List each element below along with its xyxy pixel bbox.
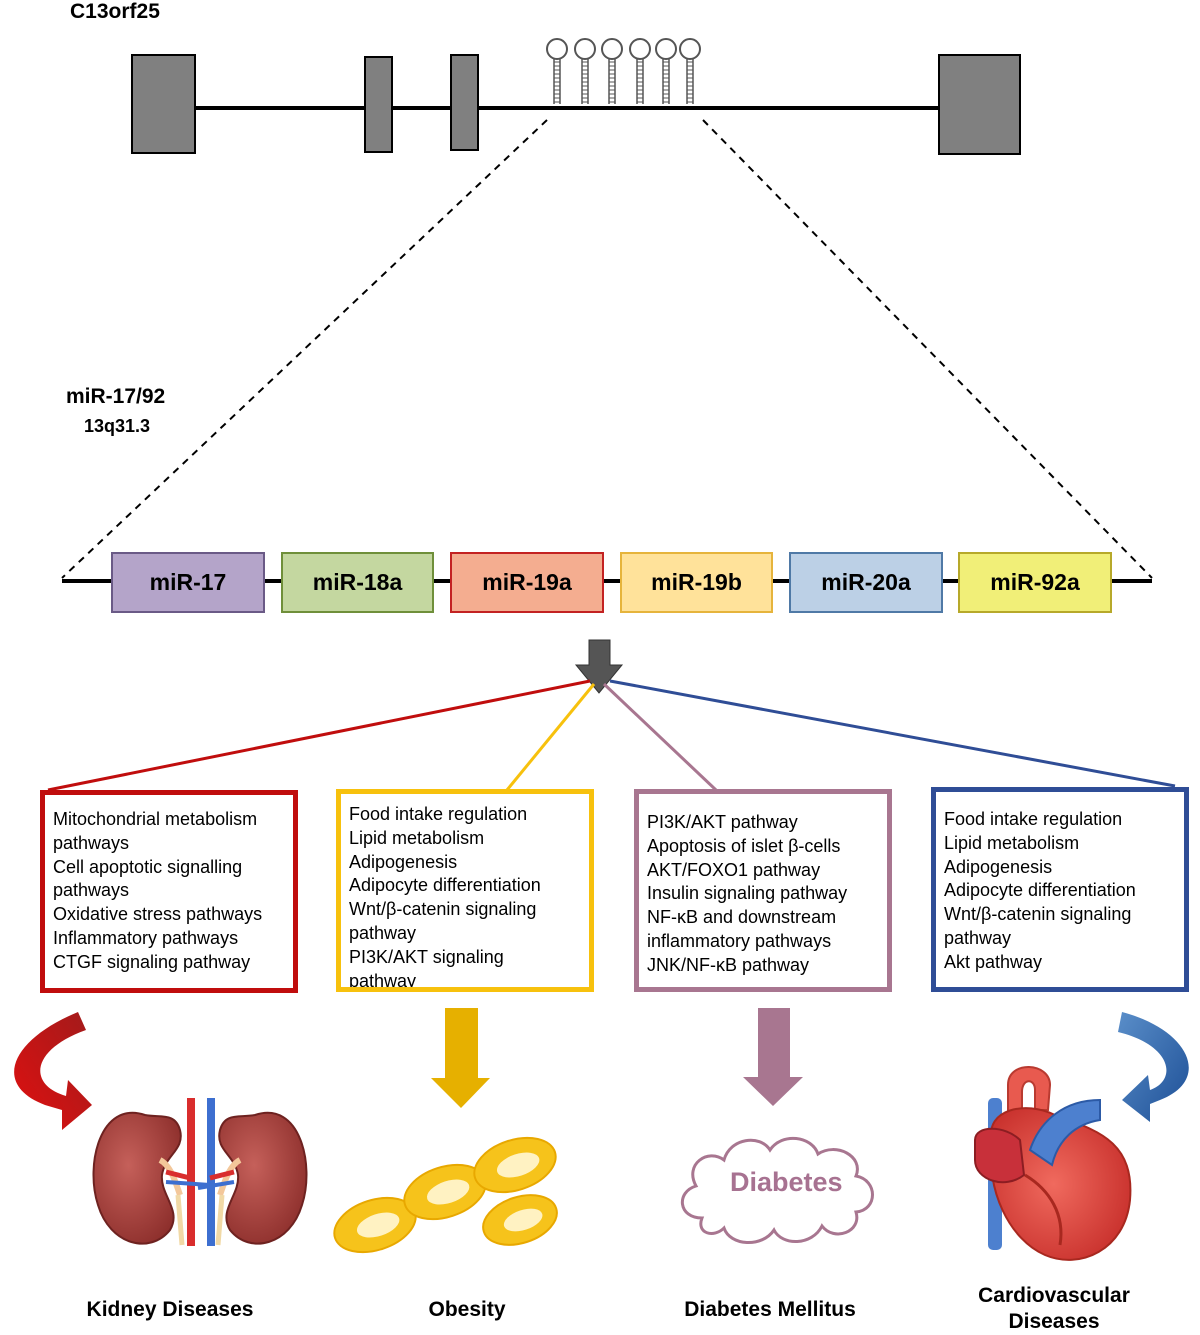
mirna-box-mir-20a: miR-20a [789,552,943,613]
mirna-label: miR-18a [312,569,403,595]
mirna-box-mir-18a: miR-18a [281,552,434,613]
pathway-line: PI3K/AKT pathway [647,812,798,832]
pathway-line: Adipocyte differentiation [944,880,1136,901]
pathway-line: Adipogenesis [944,856,1053,877]
pathway-line: JNK/NF-κB pathway [647,954,810,975]
exon-4 [938,54,1021,155]
hairpin-loop [629,38,651,60]
exon-1 [131,54,196,154]
disease-label-kidney: Kidney Diseases [86,1298,254,1321]
kidney-icon [92,1098,308,1246]
pathway-line: pathway [349,970,417,991]
disease-label-diabetes: Diabetes Mellitus [684,1298,856,1321]
cluster-name: miR-17/92 [66,385,166,408]
pathway-line: Inflammatory pathways [53,927,239,948]
mirna-label: miR-20a [821,569,911,595]
pathway-line: AKT/FOXO1 pathway [647,859,821,880]
fat-cells-icon [333,1136,558,1254]
cluster-locus: 13q31.3 [84,416,151,436]
mirna-label: miR-92a [990,569,1080,595]
diabetes-down-arrow [743,1008,803,1106]
pathway-line: Adipogenesis [349,851,458,872]
pathway-line: Insulin signaling pathway [647,883,848,904]
disease-label-obesity: Obesity [428,1298,506,1321]
pathway-line: PI3K/AKT signaling [349,946,504,967]
pathway-line: pathway [349,922,417,943]
hairpin-loop [601,38,623,60]
mirna-box-mir-19b: miR-19b [620,552,773,613]
pathway-line: CTGF signaling pathway [53,951,251,972]
mirna-box-mir-19a: miR-19a [450,552,604,613]
mirna-box-mir-17: miR-17 [111,552,265,613]
pathway-line: Adipocyte differentiation [349,875,541,896]
cluster-down-arrow [574,639,624,694]
pathway-line: NF-κB and downstream [647,907,837,928]
pathway-line: Oxidative stress pathways [53,904,263,925]
connector-lines [47,679,1176,792]
pathway-line: pathway [944,927,1012,948]
disease-label-cardiovascular: Cardiovascular Diseases [978,1284,1130,1333]
diabetes-cloud-icon [680,1136,874,1244]
heart-icon [974,1066,1132,1261]
hairpin-loop [655,38,677,60]
gene-structure [131,54,1021,155]
hairpin-loop [574,38,596,60]
mirna-label: miR-17 [149,569,227,595]
mirna-box-mir-92a: miR-92a [958,552,1112,613]
kidney-curved-arrow [14,1012,92,1130]
exon-3 [450,54,479,151]
diabetes-cloud-text: Diabetes [730,1167,843,1197]
pathway-line: pathways [53,880,130,901]
exon-2 [364,56,393,153]
hairpin-icons [546,38,701,104]
mirna-label: miR-19a [482,569,572,595]
pathway-line: Food intake regulation [944,809,1123,829]
pathway-line: Wnt/β-catenin signaling [944,904,1132,925]
pathway-line: Cell apoptotic signalling [53,856,243,877]
hairpin-loop [546,38,568,60]
pathway-line: Food intake regulation [349,804,528,824]
pathway-line: Mitochondrial metabolism [53,809,258,829]
zoom-lines [61,119,1153,579]
pathway-line: Wnt/β-catenin signaling [349,899,537,920]
pathway-line: Lipid metabolism [349,827,485,848]
hairpin-loop [679,38,701,60]
mirna-label: miR-19b [651,569,742,595]
gene-name: C13orf25 [70,0,160,23]
heart-curved-arrow [1118,1012,1189,1122]
obesity-down-arrow [431,1008,490,1108]
pathway-line: inflammatory pathways [647,930,832,951]
pathway-line: Apoptosis of islet β-cells [647,835,841,856]
pathway-line: Akt pathway [944,951,1043,972]
pathway-line: pathways [53,832,130,853]
pathway-line: Lipid metabolism [944,832,1080,853]
